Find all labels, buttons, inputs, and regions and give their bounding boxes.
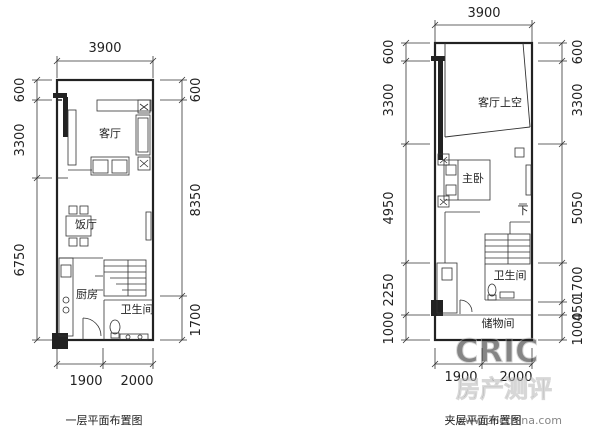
left-bottom-dimension: [53, 348, 157, 369]
dining-room-label: 饭厅: [75, 218, 97, 231]
stair-down-mark: 下: [518, 204, 529, 217]
left-top-dim-label: 3900: [88, 41, 121, 56]
master-bedroom: [437, 147, 532, 263]
living-room: [67, 99, 152, 176]
right-right-dim-1: 600: [571, 40, 586, 65]
left-bottom-dim-1: 1900: [69, 374, 102, 389]
storage-room-label: 储物间: [482, 316, 515, 330]
right-left-dim-3: 4950: [382, 191, 397, 224]
kitchen-label: 厨房: [76, 288, 98, 301]
left-top-dimension: [53, 56, 157, 78]
left-left-dimension: [32, 76, 52, 344]
mezzanine-bathroom: [436, 262, 532, 314]
bathroom: [82, 299, 153, 341]
right-right-dim-6: 1000: [571, 312, 586, 345]
right-bottom-dim-1: 1900: [444, 370, 477, 385]
stairs: [95, 259, 147, 297]
right-right-dimension: [538, 39, 567, 344]
living-void-label: 客厅上空: [478, 95, 522, 109]
watermark-cn: 房产测评: [456, 375, 552, 403]
mezzanine-stairs: [484, 221, 531, 265]
mezzanine-bathroom-label: 卫生间: [494, 268, 527, 282]
left-floor-plan: 3900 600 3300 6750 600: [13, 41, 204, 427]
watermark-logo: CRIC: [455, 332, 539, 370]
right-top-dimension: [431, 20, 536, 44]
bathroom-label: 卫生间: [121, 302, 154, 316]
right-left-dim-2: 3300: [382, 83, 397, 116]
right-bottom-dim-2: 2000: [499, 370, 532, 385]
dining-room: [57, 177, 152, 247]
right-right-dim-4: 1700: [571, 266, 586, 299]
right-right-dim-2: 3300: [571, 83, 586, 116]
right-plan-caption: 夹层平面布置图: [445, 414, 522, 427]
right-top-dim-label: 3900: [467, 6, 500, 21]
watermark-url: www.cricchina.com: [456, 414, 562, 427]
kitchen: [58, 257, 103, 337]
left-bottom-dim-2: 2000: [120, 374, 153, 389]
living-void: [444, 42, 531, 138]
right-bottom-dimension: [431, 348, 536, 369]
left-right-dim-2: 8350: [189, 183, 204, 216]
living-room-label: 客厅: [99, 126, 121, 140]
right-left-dimension: [401, 39, 430, 344]
right-left-dim-4: 2250: [382, 273, 397, 306]
master-bedroom-label: 主卧: [462, 172, 484, 185]
right-left-dim-1: 600: [382, 40, 397, 65]
right-right-dim-3: 5050: [571, 191, 586, 224]
left-right-dim-3: 1700: [189, 303, 204, 336]
watermark: CRIC 房产测评 www.cricchina.com: [455, 332, 562, 428]
right-right-dim-5: 450: [571, 297, 586, 322]
left-plan-caption: 一层平面布置图: [66, 414, 143, 427]
left-right-dimension: [160, 76, 187, 344]
right-left-dim-5: 1000: [382, 311, 397, 344]
mezzanine-floor-plan: 3900 600 3300 4950 2250 1000: [382, 6, 586, 427]
left-exterior-walls: [52, 78, 155, 349]
left-left-dim-1: 600: [13, 78, 28, 103]
left-left-dim-3: 6750: [13, 243, 28, 276]
left-right-dim-1: 600: [189, 78, 204, 103]
left-left-dim-2: 3300: [13, 123, 28, 156]
